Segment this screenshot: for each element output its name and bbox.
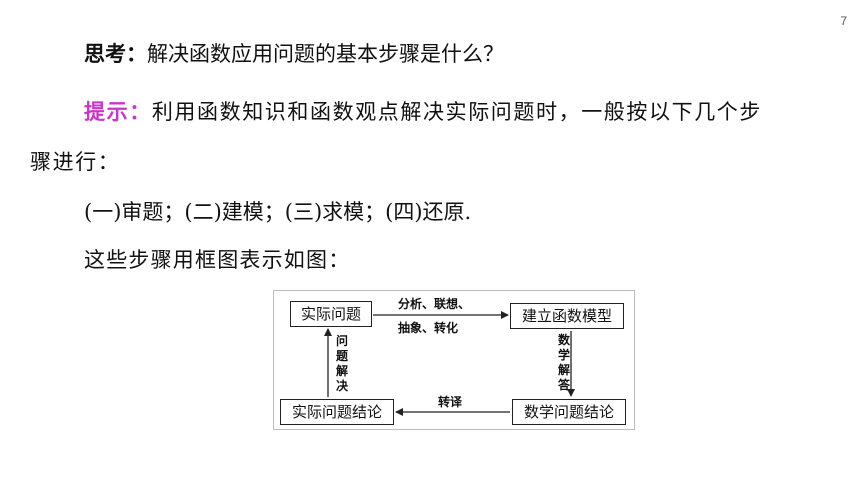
node-actual-conclusion: 实际问题结论 bbox=[280, 399, 394, 425]
hint-line: 提示：利用函数知识和函数观点解决实际问题时，一般按以下几个步 bbox=[84, 98, 762, 126]
edge-label-problem-solved: 问 题 解 决 bbox=[335, 334, 349, 394]
node-build-model: 建立函数模型 bbox=[510, 303, 624, 329]
edge-label-math-solve: 数 学 解 答 bbox=[557, 333, 571, 393]
edge-left-char: 决 bbox=[335, 379, 348, 393]
question-text: 解决函数应用问题的基本步骤是什么？ bbox=[147, 42, 504, 66]
edge-left-char: 题 bbox=[335, 349, 348, 363]
edge-left-char: 解 bbox=[335, 364, 348, 378]
edge-label-translate: 转译 bbox=[438, 395, 463, 409]
question-line: 思考：解决函数应用问题的基本步骤是什么？ bbox=[84, 40, 504, 68]
question-label: 思考： bbox=[84, 41, 147, 66]
hint-text-line1: 利用函数知识和函数观点解决实际问题时，一般按以下几个步 bbox=[151, 100, 763, 124]
edge-left-char: 问 bbox=[335, 334, 348, 348]
edge-label-analyze: 分析、联想、 bbox=[398, 297, 471, 311]
node-math-conclusion: 数学问题结论 bbox=[512, 399, 626, 425]
edge-label-abstract: 抽象、转化 bbox=[398, 321, 459, 335]
hint-continuation: 骤进行： bbox=[30, 150, 121, 174]
edge-right-char: 解 bbox=[557, 363, 570, 377]
flow-diagram: 实际问题 建立函数模型 实际问题结论 数学问题结论 分析、联想、 抽象、转化 转… bbox=[273, 290, 635, 430]
edge-right-char: 学 bbox=[557, 348, 570, 362]
intro-line: 这些步骤用框图表示如图： bbox=[84, 248, 351, 272]
diagram-arrows bbox=[324, 311, 575, 416]
hint-label: 提示： bbox=[84, 99, 152, 124]
edge-right-char: 答 bbox=[557, 378, 570, 392]
edge-right-char: 数 bbox=[557, 333, 570, 347]
node-actual-problem: 实际问题 bbox=[290, 301, 372, 327]
page-number: 7 bbox=[840, 14, 847, 28]
steps-line: (一)审题；(二)建模；(三)求模；(四)还原. bbox=[84, 200, 472, 224]
